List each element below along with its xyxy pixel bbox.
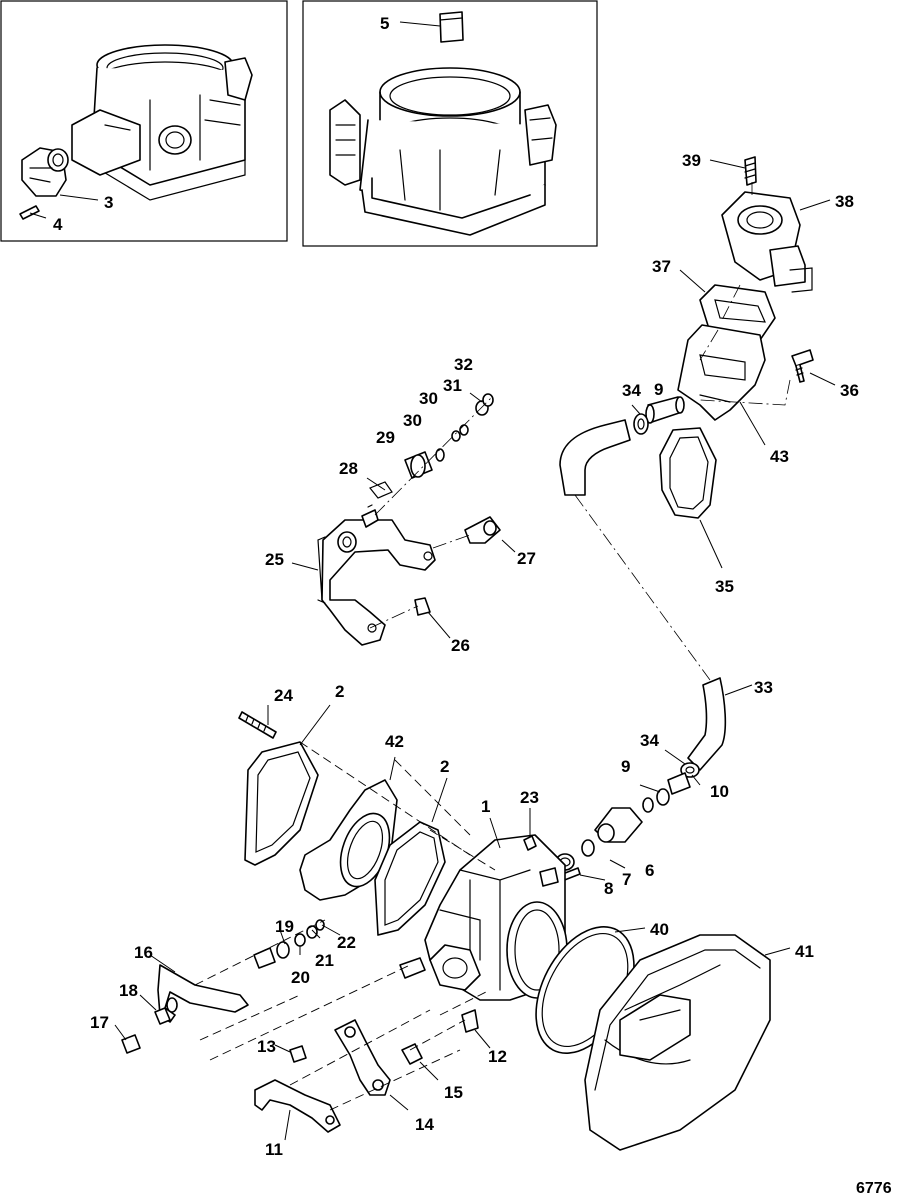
callout-39: 39: [682, 151, 701, 170]
callout-43: 43: [770, 447, 789, 466]
callout-8: 8: [604, 879, 613, 898]
callout-17: 17: [90, 1013, 109, 1032]
screws-17-18: [114, 994, 171, 1054]
inset-box-left: [0, 0, 288, 242]
flame-arrestor-41: [584, 934, 791, 1151]
callout-15: 15: [444, 1083, 463, 1102]
callout-23: 23: [520, 788, 539, 807]
callout-10: 10: [710, 782, 729, 801]
fitting-9-upper: [645, 396, 685, 424]
callout-1: 1: [481, 797, 490, 816]
callout-18: 18: [119, 981, 138, 1000]
assembly-line-linkage: [199, 964, 461, 1111]
iac-adaptor-43: [677, 324, 766, 446]
callout-24: 24: [274, 686, 293, 705]
bracket-assembly: [291, 392, 516, 646]
gasket-2-right: [374, 777, 448, 936]
callout-42: 42: [385, 732, 404, 751]
link-11: [254, 1079, 341, 1141]
callout-36: 36: [840, 381, 859, 400]
callout-28: 28: [339, 459, 358, 478]
stud-24: [238, 705, 277, 739]
callout-16: 16: [134, 943, 153, 962]
iac-valve: [709, 156, 831, 293]
callout-9-a: 9: [654, 380, 663, 399]
callout-32: 32: [454, 355, 473, 374]
callout-11: 11: [265, 1140, 283, 1159]
callout-30-b: 30: [419, 389, 438, 408]
callout-37: 37: [652, 257, 671, 276]
callout-27: 27: [517, 549, 536, 568]
callout-20: 20: [291, 968, 310, 987]
callout-31: 31: [443, 376, 462, 395]
callout-2-b: 2: [440, 757, 449, 776]
assembly-line-iac: [699, 182, 791, 406]
callout-29: 29: [376, 428, 395, 447]
callout-33: 33: [754, 678, 773, 697]
callout-7: 7: [622, 870, 631, 889]
screw-36: [791, 349, 836, 386]
callout-30-a: 30: [403, 411, 422, 430]
inset-throttle-body-left: [19, 44, 253, 220]
callout-26: 26: [451, 636, 470, 655]
gasket-35: [659, 427, 723, 569]
callout-25: 25: [265, 550, 284, 569]
callout-3: 3: [104, 193, 113, 212]
callout-34-b: 34: [640, 731, 659, 750]
callout-9-b: 9: [621, 757, 630, 776]
callout-22: 22: [337, 933, 356, 952]
callout-2-a: 2: [335, 682, 344, 701]
callout-41: 41: [795, 942, 814, 961]
assembly-line-main: [299, 741, 496, 871]
gasket-2-left: [244, 704, 331, 866]
inset-throttle-body-right: [329, 11, 557, 236]
callout-labels: 1 2 2 3 4 5 6 7 8 9 9 10 11 12 13 14 15 …: [53, 14, 859, 1159]
callout-21: 21: [315, 951, 334, 970]
callout-13: 13: [257, 1037, 276, 1056]
hose-fittings-lower: [555, 749, 701, 882]
clamp-34-upper: [631, 404, 649, 435]
callout-6: 6: [645, 861, 654, 880]
callout-4: 4: [53, 215, 63, 234]
callout-35: 35: [715, 577, 734, 596]
figure-number: 6776: [856, 1180, 892, 1197]
link-14: [334, 1019, 409, 1111]
callout-38: 38: [835, 192, 854, 211]
hose-33: [559, 419, 753, 771]
callout-14: 14: [415, 1115, 434, 1134]
callout-12: 12: [488, 1047, 507, 1066]
callout-5: 5: [380, 14, 389, 33]
inset-box-right: [302, 0, 598, 247]
callout-40: 40: [650, 920, 669, 939]
parts-12-13-15: [274, 989, 491, 1081]
callout-19: 19: [275, 917, 294, 936]
fasteners-19-22: [194, 919, 341, 986]
callout-34-a: 34: [622, 381, 641, 400]
plate-42: [299, 756, 398, 901]
